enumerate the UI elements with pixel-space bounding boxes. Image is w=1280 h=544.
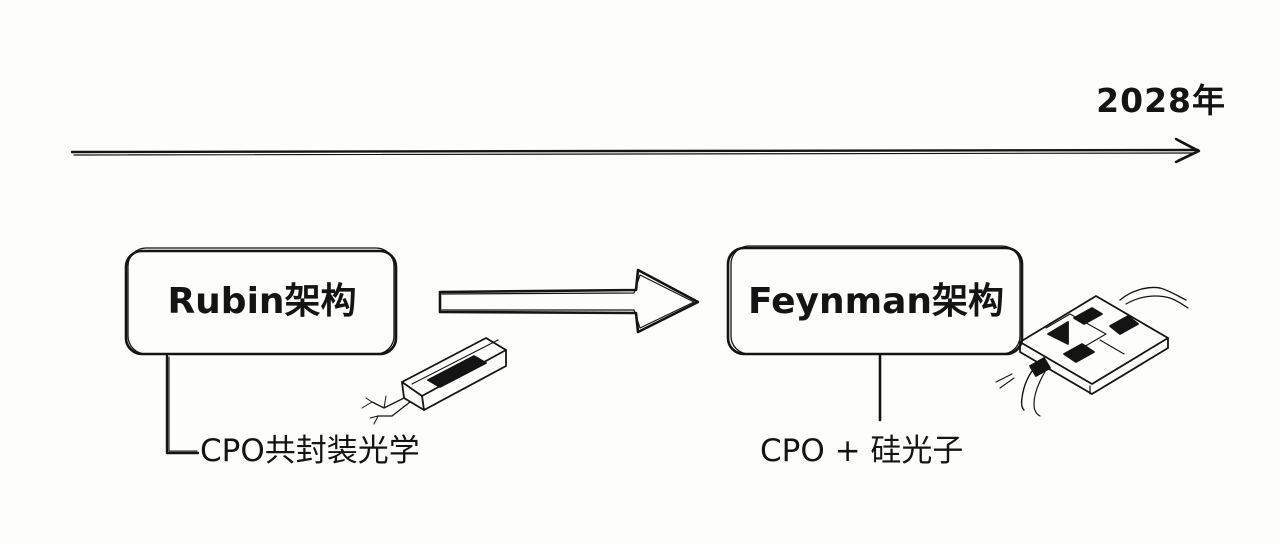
feynman-architecture-title: Feynman架构: [747, 281, 1005, 322]
feynman-technology-label: CPO + 硅光子: [760, 433, 964, 469]
feynman-box: [726, 245, 1024, 356]
rubin-connector: [165, 354, 200, 455]
silicon-photonics-chip-icon: [995, 286, 1189, 417]
rubin-architecture-title: Rubin架构: [167, 281, 357, 322]
transition-arrow: [438, 268, 700, 334]
optical-transceiver-icon: [361, 337, 507, 425]
timeline-arrow: [70, 137, 1201, 164]
year-label: 2028年: [1096, 81, 1226, 120]
rubin-technology-label: CPO共封装光学: [200, 433, 420, 469]
rubin-box: [124, 247, 398, 356]
